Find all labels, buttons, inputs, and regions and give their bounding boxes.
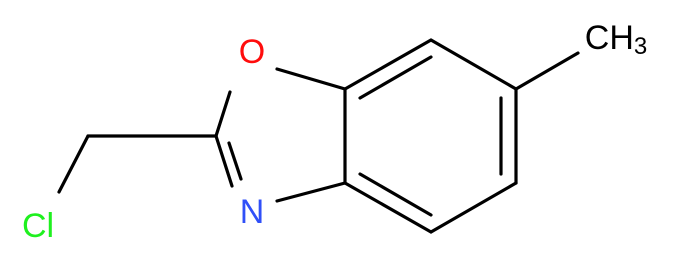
atom-methyl: CH3: [585, 19, 647, 60]
bond-c7a-c7-inner: [358, 55, 433, 100]
bond-c4-c3a-inner: [358, 172, 433, 217]
bond-n3-c3a: [275, 181, 347, 203]
atom-oxygen: O: [239, 33, 265, 71]
atom-nitrogen: N: [240, 193, 265, 231]
bond-c7a-c7: [343, 38, 433, 91]
bond-c4-c3a: [343, 181, 433, 234]
atom-chlorine: Cl: [22, 207, 54, 245]
bond-c5-c4: [429, 181, 518, 234]
methyl-subscript: 3: [634, 33, 647, 60]
atom-labels: O N Cl CH3: [22, 19, 647, 245]
bond-c7-c6: [429, 38, 518, 91]
bond-c2-n3-inner: [227, 141, 243, 181]
bond-c2-n3: [214, 134, 234, 188]
methyl-main: CH: [585, 19, 634, 57]
bond-ch2-cl: [57, 134, 90, 194]
bond-c6-ch3: [514, 51, 580, 91]
bond-c2-o1: [214, 90, 232, 138]
bond-o1-c7a: [275, 67, 347, 91]
bonds: [57, 38, 580, 234]
